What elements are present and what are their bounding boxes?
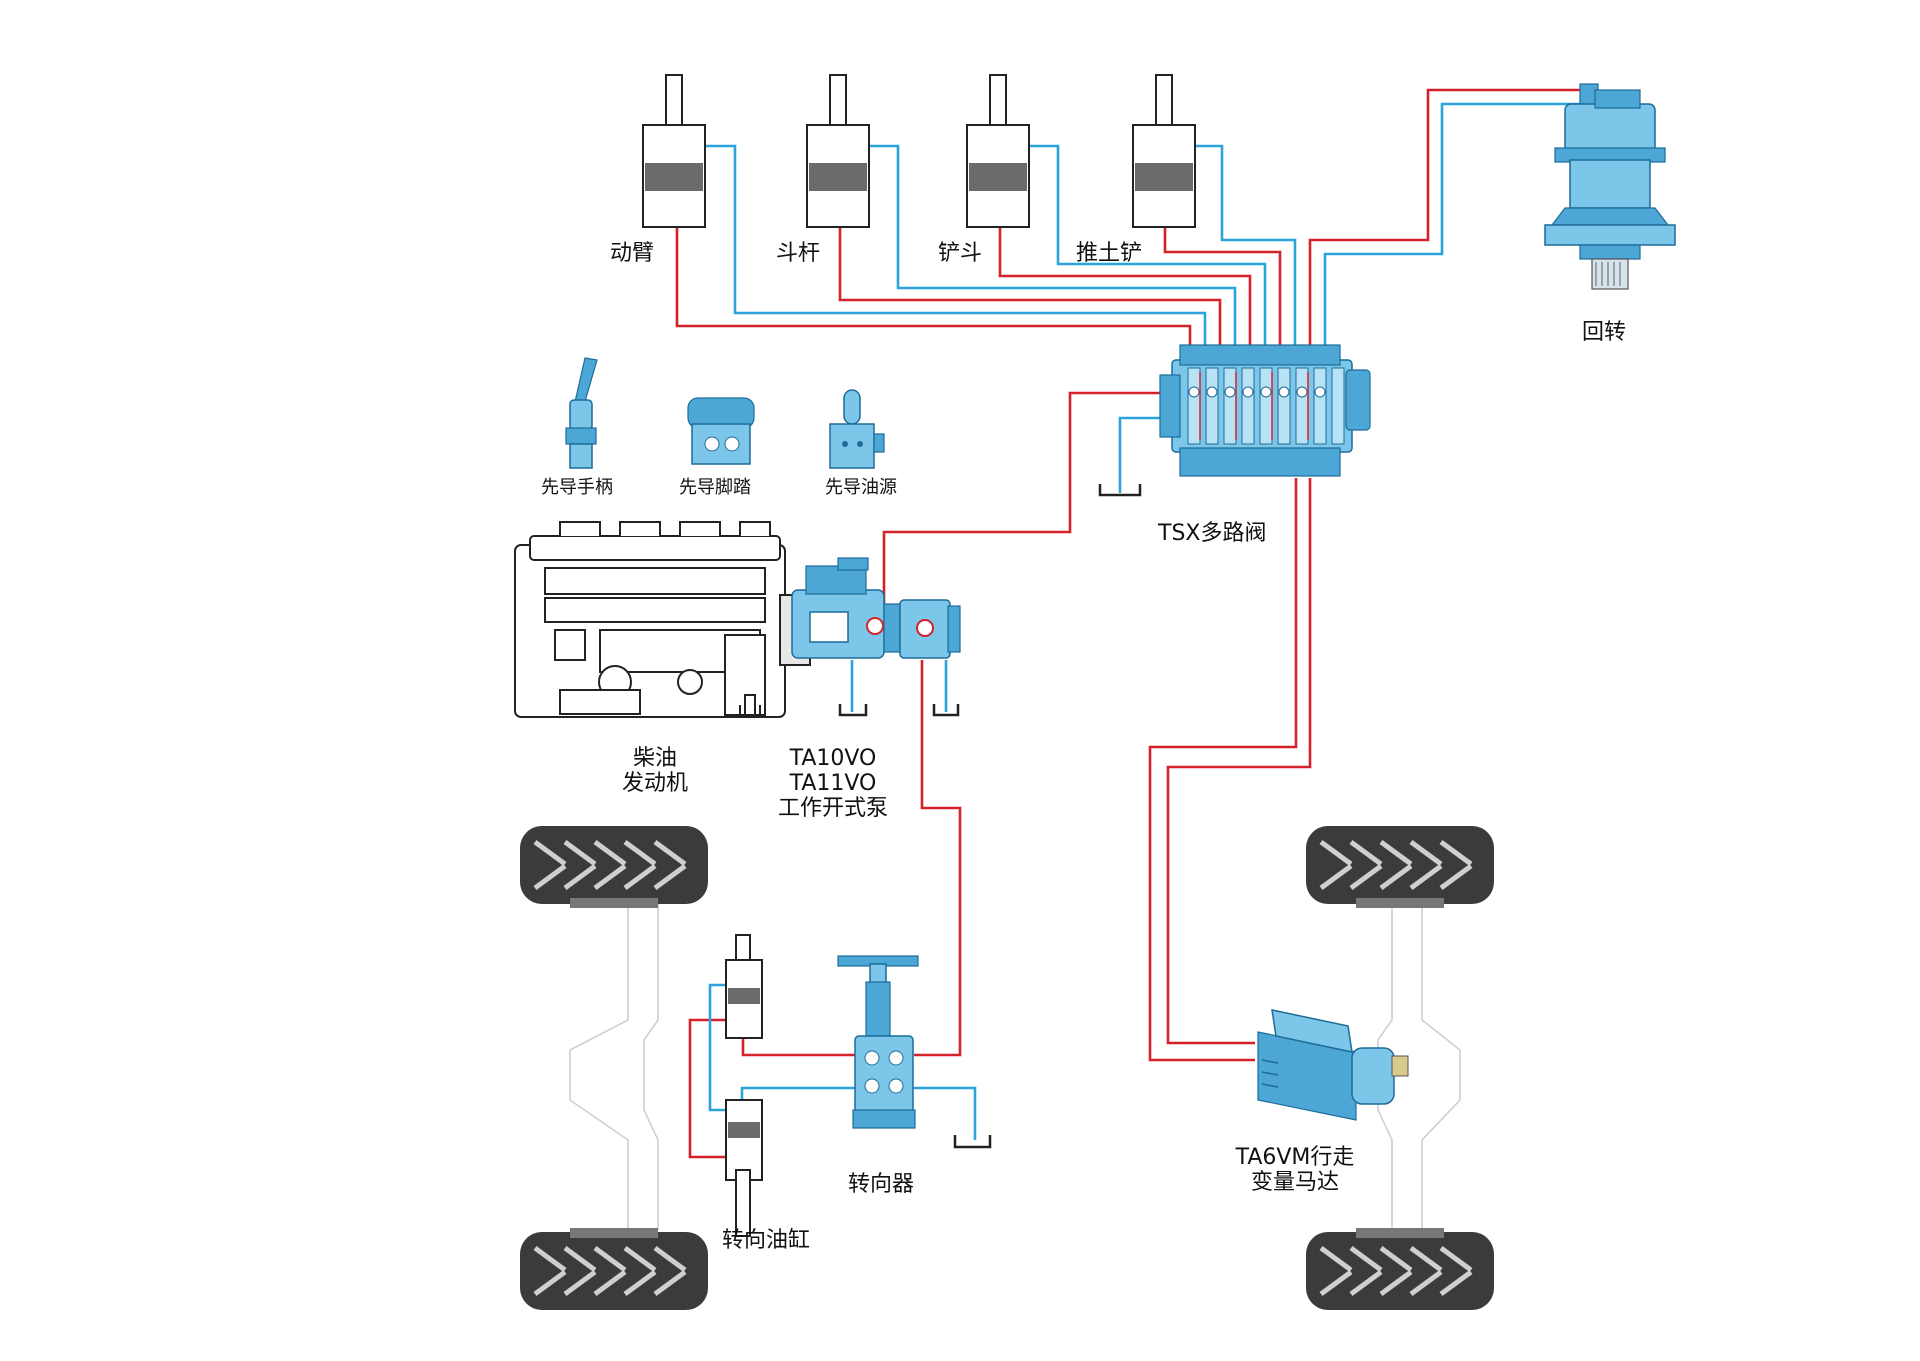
bucket-label: 铲斗 <box>938 241 983 266</box>
arm-cylinder <box>806 74 870 228</box>
bucket-cylinder <box>966 74 1030 228</box>
pump-label-line3: 工作开式泵 <box>777 796 889 821</box>
motor-pressure-line-b <box>1166 478 1312 1045</box>
steering-cylinder-label: 转向油缸 <box>722 1228 811 1253</box>
engine-label-line2: 发动机 <box>621 771 689 796</box>
boom-return-line <box>705 144 1207 345</box>
pilot-source <box>829 389 885 469</box>
pump-pressure-line <box>882 391 1185 610</box>
arm-return-line <box>870 144 1237 345</box>
dozer-return-line <box>1195 144 1297 345</box>
swing-return-line <box>1323 102 1585 345</box>
boom-cylinder <box>642 74 706 228</box>
steering-cylinder-lower <box>725 1099 763 1237</box>
steering-tank-symbol <box>953 1135 992 1149</box>
steering-supply-line <box>914 660 962 1057</box>
dozer-cylinder <box>1132 74 1196 228</box>
wheel-front-left <box>520 826 708 908</box>
swing-label: 回转 <box>1582 320 1627 345</box>
pilot-handle-label: 先导手柄 <box>541 477 613 498</box>
wheel-rear-left <box>520 1228 708 1310</box>
dozer-label: 推土铲 <box>1076 241 1143 266</box>
wheel-rear-right <box>1306 1228 1494 1310</box>
travel-motor-label-line1: TA6VM行走 <box>1235 1145 1355 1170</box>
valve-label: TSX多路阀 <box>1158 521 1267 546</box>
wheel-front-right <box>1306 826 1494 908</box>
work-pump <box>791 557 961 659</box>
tsx-valve <box>1159 344 1371 477</box>
pump-label-line1: TA10VO <box>789 746 877 771</box>
pilot-pedal <box>687 397 755 465</box>
travel-motor <box>1257 1009 1409 1121</box>
steering-cylinder-upper <box>725 934 763 1039</box>
boom-pressure-line <box>675 226 1192 358</box>
bucket-return-line <box>1030 144 1267 345</box>
steering-tank-line <box>914 1086 977 1140</box>
travel-motor-label: TA6VM行走 变量马达 <box>1236 1145 1355 1195</box>
swing-pressure-line <box>1308 88 1585 345</box>
dozer-pressure-line <box>1163 226 1282 345</box>
pilot-pedal-label: 先导脚踏 <box>679 477 751 498</box>
engine-label: 柴油 发动机 <box>622 746 688 796</box>
bucket-pressure-line <box>998 226 1252 345</box>
swing-motor <box>1544 83 1676 290</box>
travel-motor-label-line2: 变量马达 <box>1250 1170 1339 1195</box>
arm-label: 斗杆 <box>776 241 821 266</box>
pilot-source-label: 先导油源 <box>825 477 897 498</box>
gear-pump-tank-symbol <box>932 704 960 717</box>
motor-pressure-line-a <box>1148 478 1298 1062</box>
diesel-engine <box>514 521 811 718</box>
pump-label-line2: TA11VO <box>789 771 877 796</box>
steering-unit-label: 转向器 <box>848 1172 915 1197</box>
chassis-left <box>569 902 659 1230</box>
valve-tank-symbol <box>1098 484 1142 497</box>
boom-label: 动臂 <box>610 241 655 266</box>
steering-cyl-red-upper <box>741 1033 855 1057</box>
pilot-handle <box>565 357 598 469</box>
engine-label-line1: 柴油 <box>632 746 678 771</box>
pump-tank-symbol <box>838 704 868 717</box>
pump-label: TA10VO TA11VO 工作开式泵 <box>778 746 888 821</box>
arm-pressure-line <box>838 226 1222 345</box>
steering-unit <box>837 955 919 1129</box>
